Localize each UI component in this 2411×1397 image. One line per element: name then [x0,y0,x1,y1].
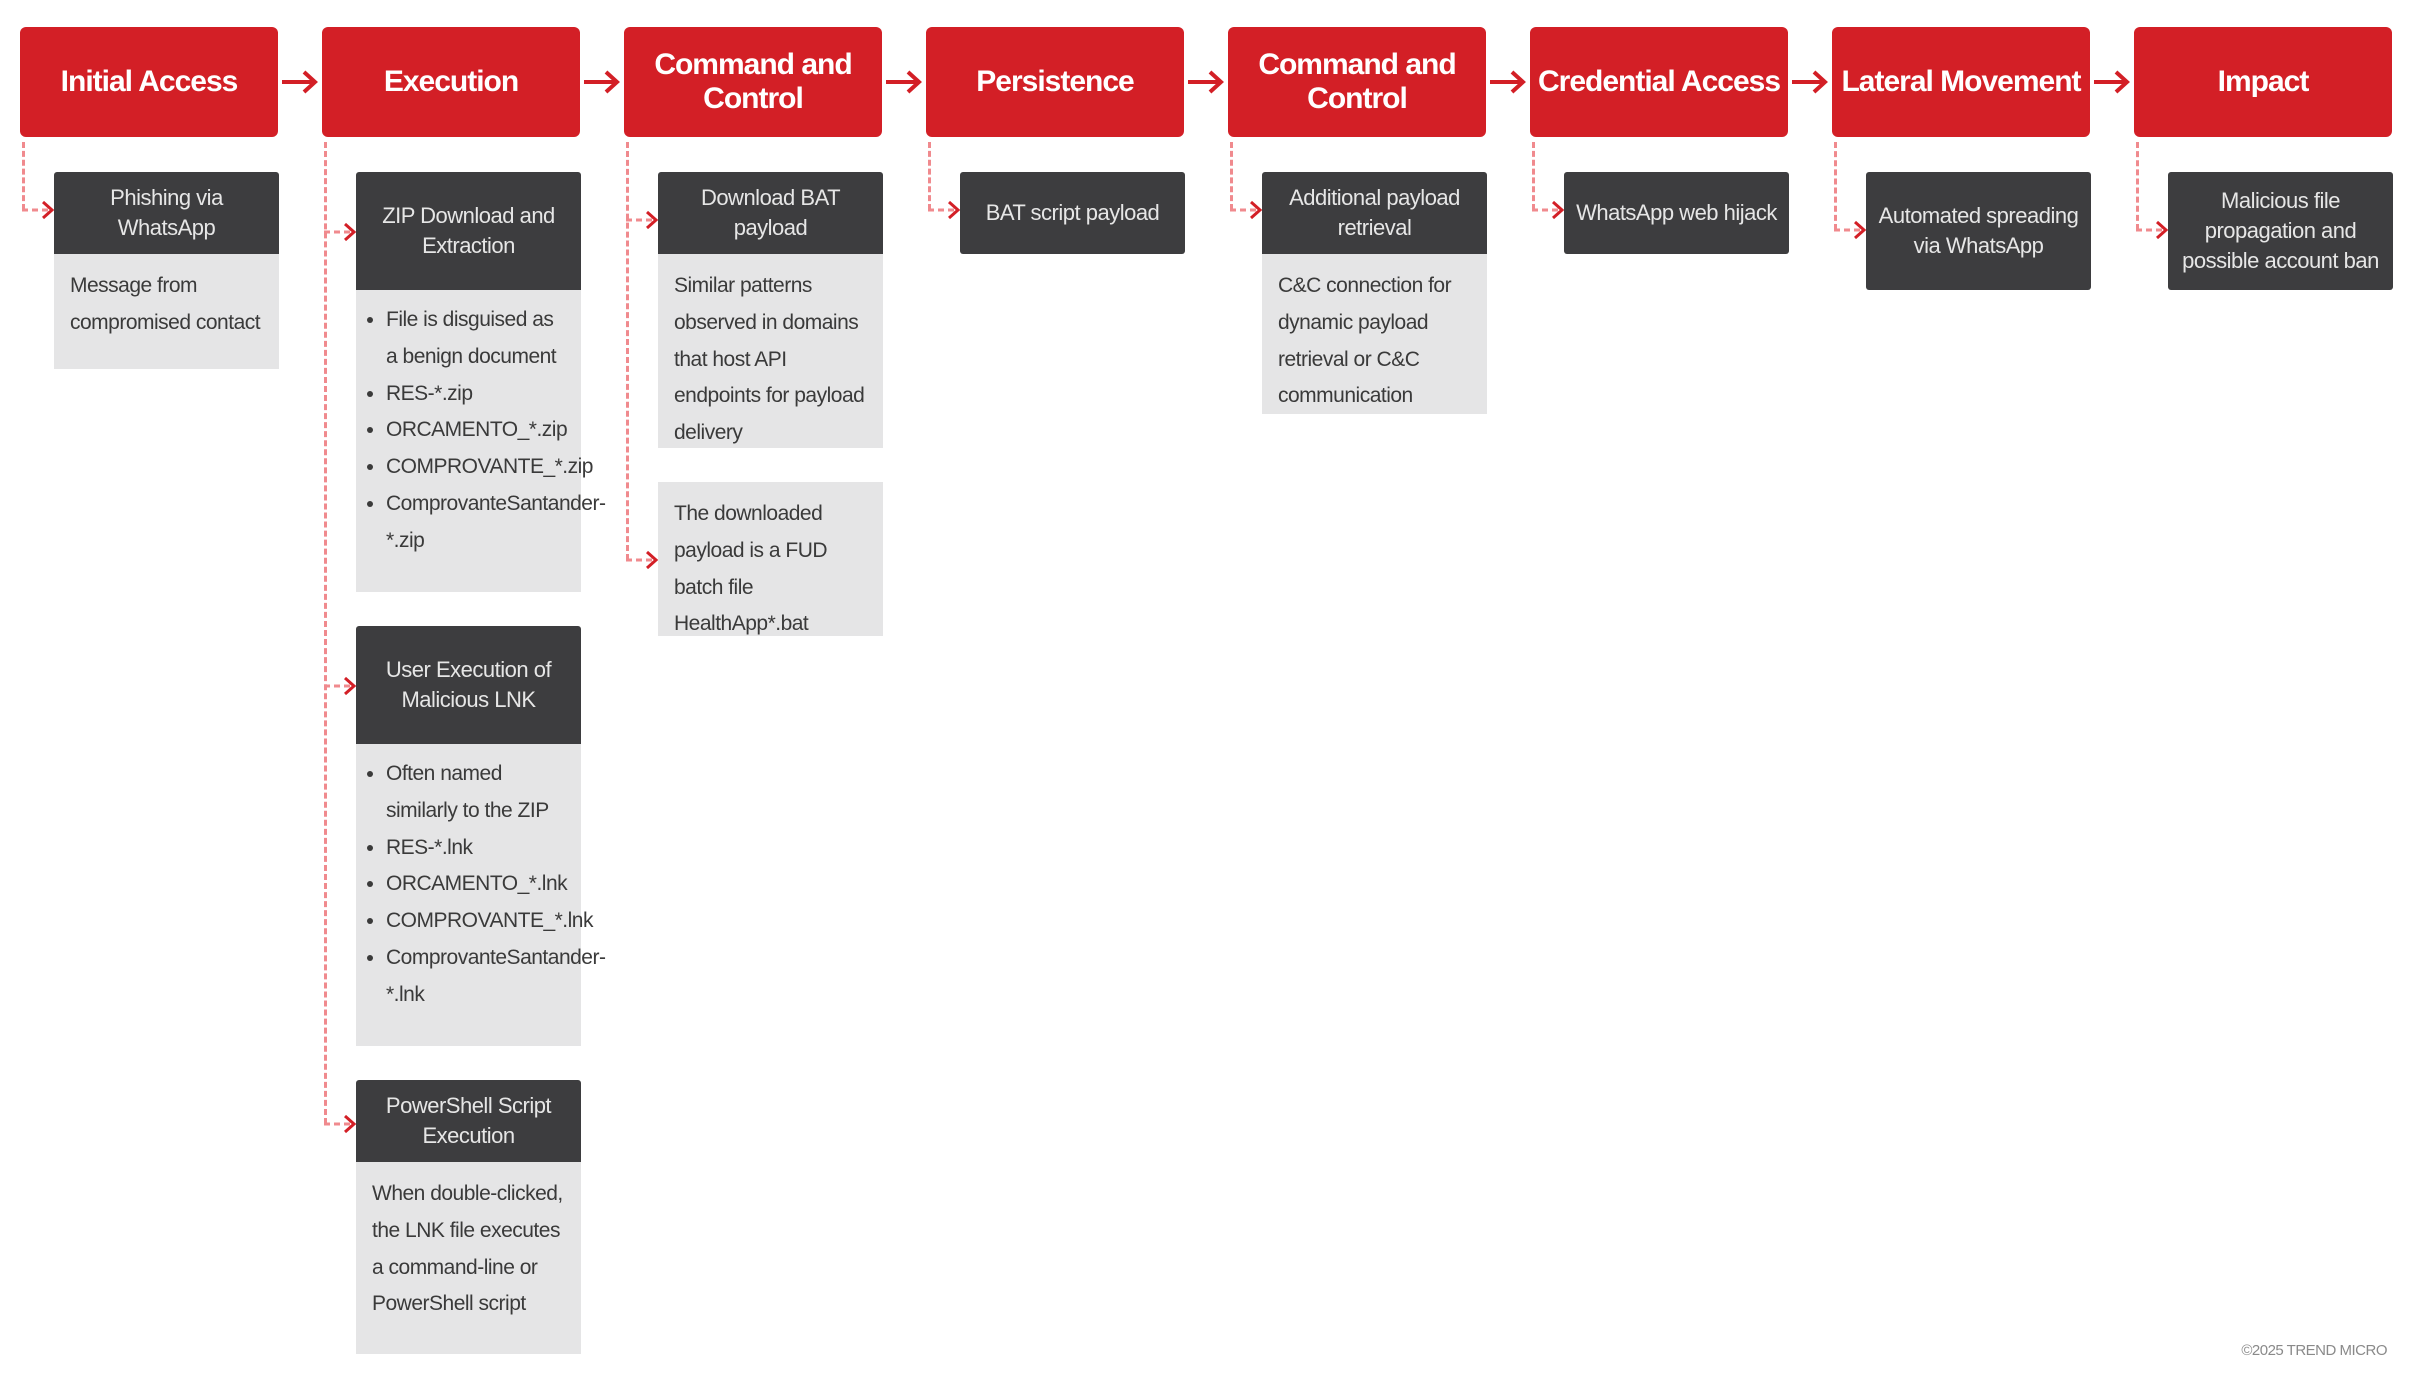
dashed-arrow-icon [1532,200,1565,220]
dashed-arrow-icon [626,550,659,570]
card-list: Often named similarly to the ZIP RES-*.l… [372,756,606,1014]
dashed-arrow-icon [1230,200,1263,220]
card-zip-download: ZIP Download and Extraction File is disg… [356,172,606,592]
phase-arrow-icon [2094,70,2130,94]
card-title: Phishing via WhatsApp [54,172,279,254]
dashed-arrow-icon [324,222,357,242]
card-title: Malicious file propagation and possible … [2168,172,2393,290]
phase-execution: Execution [322,27,580,137]
card-title: Automated spreading via WhatsApp [1866,172,2091,290]
card-title: ZIP Download and Extraction [356,172,581,290]
phase-command-and-control-1: Command and Control [624,27,882,137]
phase-credential-access: Credential Access [1530,27,1788,137]
connector-line [2136,142,2139,230]
card-phishing-whatsapp: Phishing via WhatsApp Message from compr… [54,172,279,369]
card-lnk-execution: User Execution of Malicious LNK Often na… [356,626,606,1046]
connector-line [324,142,327,1124]
connector-line [626,142,629,560]
phase-arrow-icon [886,70,922,94]
list-item: ORCAMENTO_*.lnk [386,866,568,903]
card-title: PowerShell Script Execution [356,1080,581,1162]
card-list: File is disguised as a benign document R… [372,302,606,560]
connector-line [22,142,25,210]
card-title: BAT script payload [960,172,1185,254]
connector-line [1230,142,1233,210]
card-automated-spreading: Automated spreading via WhatsApp [1866,172,2091,290]
card-title: Download BAT payload [658,172,883,254]
phase-initial-access: Initial Access [20,27,278,137]
card-additional-payload: Additional payload retrieval C&C connect… [1262,172,1487,414]
connector-line [1532,142,1535,210]
phase-arrow-icon [1188,70,1224,94]
phase-command-and-control-2: Command and Control [1228,27,1486,137]
card-impact: Malicious file propagation and possible … [2168,172,2393,290]
dashed-arrow-icon [626,210,659,230]
list-item: ComprovanteSantander-*.lnk [386,940,606,1014]
list-item: ComprovanteSantander-*.zip [386,486,606,560]
phase-arrow-icon [584,70,620,94]
card-body: File is disguised as a benign document R… [356,290,606,592]
list-item: RES-*.zip [386,376,567,413]
card-body: Message from compromised contact [54,254,279,369]
card-bat-script: BAT script payload [960,172,1185,254]
dashed-arrow-icon [928,200,961,220]
phase-arrow-icon [1792,70,1828,94]
card-body: Often named similarly to the ZIP RES-*.l… [356,744,606,1046]
connector-line [1834,142,1837,230]
list-item: COMPROVANTE_*.zip [386,449,594,486]
connector-line [928,142,931,210]
list-item: COMPROVANTE_*.lnk [386,903,594,940]
dashed-arrow-icon [1834,220,1867,240]
card-title: Additional payload retrieval [1262,172,1487,254]
list-item: File is disguised as a benign document [386,302,567,376]
dashed-arrow-icon [324,1114,357,1134]
phase-impact: Impact [2134,27,2392,137]
card-body: C&C connection for dynamic payload retri… [1262,254,1487,414]
card-title: User Execution of Malicious LNK [356,626,581,744]
card-powershell-execution: PowerShell Script Execution When double-… [356,1080,581,1354]
dashed-arrow-icon [2136,220,2169,240]
phase-lateral-movement: Lateral Movement [1832,27,2090,137]
phase-arrow-icon [282,70,318,94]
list-item: RES-*.lnk [386,830,567,867]
copyright-text: ©2025 TREND MICRO [2241,1342,2387,1359]
dashed-arrow-icon [324,676,357,696]
card-body: The downloaded payload is a FUD batch fi… [658,482,883,636]
card-body: When double-clicked, the LNK file execut… [356,1162,581,1354]
card-fud-batch: The downloaded payload is a FUD batch fi… [658,482,883,636]
card-body: Similar patterns observed in domains tha… [658,254,883,448]
card-title: WhatsApp web hijack [1564,172,1789,254]
list-item: ORCAMENTO_*.zip [386,412,568,449]
card-whatsapp-hijack: WhatsApp web hijack [1564,172,1789,254]
phase-persistence: Persistence [926,27,1184,137]
dashed-arrow-icon [22,200,55,220]
phase-arrow-icon [1490,70,1526,94]
card-download-bat: Download BAT payload Similar patterns ob… [658,172,883,448]
list-item: Often named similarly to the ZIP [386,756,567,830]
